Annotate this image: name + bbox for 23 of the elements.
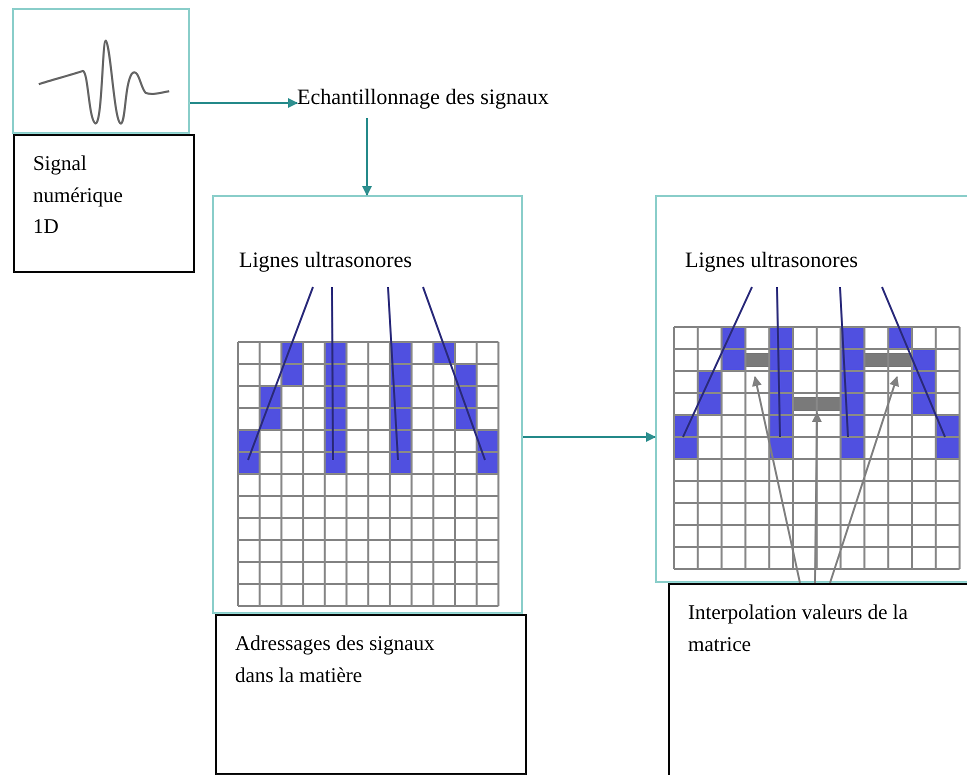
panel-heading: Lignes ultrasonores	[239, 247, 412, 273]
arrow	[523, 432, 656, 442]
arrow	[812, 412, 822, 584]
leader-line	[331, 287, 334, 460]
leader-line	[387, 286, 399, 460]
matrix-panel	[655, 195, 967, 583]
leader-line	[881, 286, 946, 438]
panel-heading: Lignes ultrasonores	[685, 247, 858, 273]
arrow	[362, 118, 372, 196]
signal-panel	[12, 8, 190, 134]
caption-box: Adressages des signaux dans la matière	[215, 614, 527, 775]
leader-line	[682, 286, 753, 438]
arrow	[752, 376, 801, 584]
matrix-panel	[212, 195, 523, 614]
leader-line	[839, 286, 849, 438]
arrow	[190, 98, 298, 108]
process-label: Echantillonnage des signaux	[297, 84, 597, 118]
leader-line	[776, 286, 781, 438]
arrow	[829, 376, 899, 584]
leader-line	[422, 286, 486, 460]
caption-box: Interpolation valeurs de la matrice	[668, 583, 967, 775]
caption-box: Signal numérique 1D	[13, 134, 195, 273]
leader-line	[247, 286, 314, 460]
